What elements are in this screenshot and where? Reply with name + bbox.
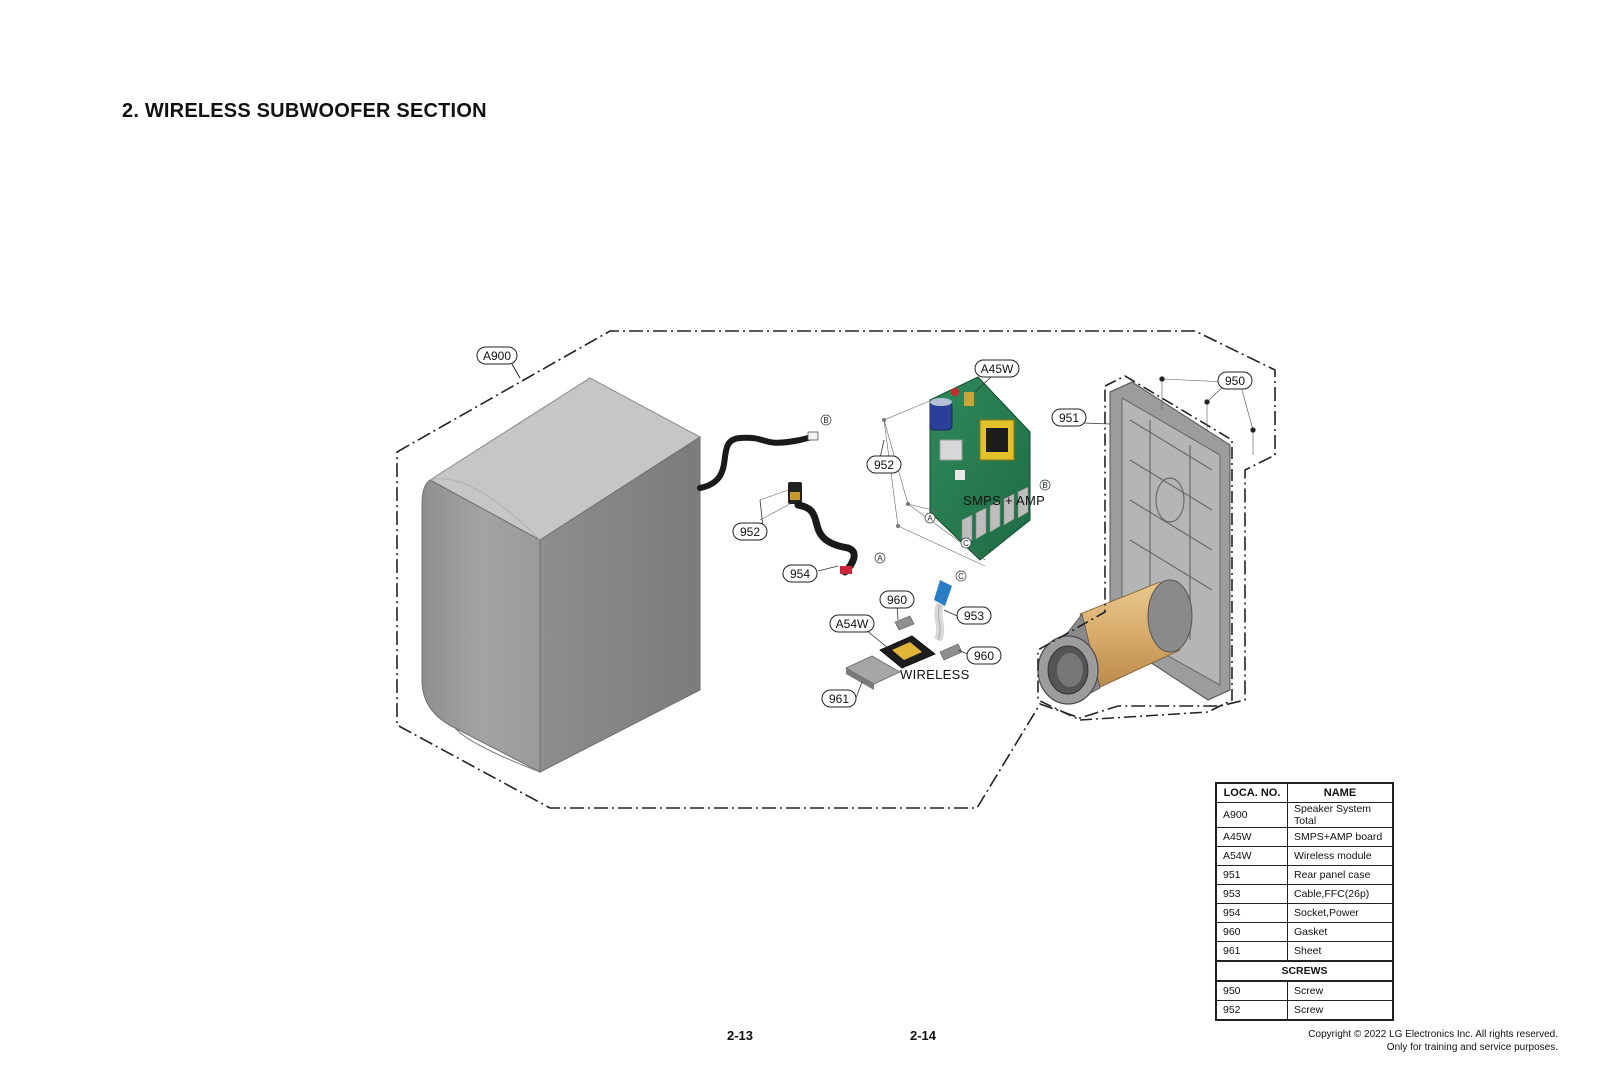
svg-text:B: B bbox=[1042, 481, 1047, 490]
table-row: 950 Screw bbox=[1215, 980, 1394, 1001]
name-cell: Screw bbox=[1287, 1000, 1394, 1021]
callout-a900: A900 bbox=[476, 346, 518, 365]
gasket-960-lower bbox=[939, 643, 963, 661]
loca-cell: 950 bbox=[1215, 980, 1288, 1001]
page-number-right: 2-14 bbox=[910, 1028, 937, 1043]
smps-amp-label: SMPS + AMP bbox=[963, 493, 1045, 508]
section-title: 2. WIRELESS SUBWOOFER SECTION bbox=[122, 100, 487, 122]
callout-961: 961 bbox=[821, 689, 857, 708]
sheet-961 bbox=[845, 655, 901, 690]
table-row: 961 Sheet bbox=[1215, 941, 1394, 962]
ref-marker-a-socket: A bbox=[874, 552, 886, 564]
loca-cell: A45W bbox=[1215, 827, 1288, 847]
svg-text:A54W: A54W bbox=[836, 617, 869, 631]
parts-table: LOCA. NO. NAME A900 Speaker System Total… bbox=[1215, 782, 1394, 1021]
svg-text:950: 950 bbox=[1225, 374, 1245, 388]
assembly-outline bbox=[396, 330, 1276, 809]
header-loca-no: LOCA. NO. bbox=[1215, 782, 1288, 803]
svg-text:954: 954 bbox=[790, 567, 810, 581]
loca-cell: 960 bbox=[1215, 922, 1288, 942]
callout-952-board: 952 bbox=[866, 455, 902, 474]
svg-text:B: B bbox=[823, 416, 828, 425]
callout-a45w: A45W bbox=[974, 359, 1020, 378]
loca-cell: 952 bbox=[1215, 1000, 1288, 1021]
power-socket-954 bbox=[788, 482, 858, 576]
name-cell: SMPS+AMP board bbox=[1287, 827, 1394, 847]
loca-cell: A900 bbox=[1215, 802, 1288, 828]
svg-text:960: 960 bbox=[887, 593, 907, 607]
svg-text:A45W: A45W bbox=[981, 362, 1014, 376]
driver-tube bbox=[1037, 579, 1193, 705]
ref-marker-c-ffc: C bbox=[955, 570, 967, 582]
svg-text:C: C bbox=[963, 539, 969, 548]
table-row: 954 Socket,Power bbox=[1215, 903, 1394, 923]
loca-cell: 954 bbox=[1215, 903, 1288, 923]
screws-950 bbox=[1159, 376, 1256, 455]
loca-cell: A54W bbox=[1215, 846, 1288, 866]
parts-table-header: LOCA. NO. NAME bbox=[1215, 782, 1394, 803]
smps-amp-board bbox=[929, 376, 1031, 561]
board-screw bbox=[882, 418, 886, 422]
gasket-960-upper bbox=[894, 615, 915, 631]
callout-952-socket: 952 bbox=[732, 522, 768, 541]
board-screw bbox=[906, 502, 910, 506]
svg-text:A: A bbox=[877, 554, 883, 563]
table-row: A54W Wireless module bbox=[1215, 846, 1394, 866]
ref-marker-c-board: C bbox=[960, 537, 972, 549]
callout-954: 954 bbox=[782, 564, 818, 583]
svg-text:951: 951 bbox=[1059, 411, 1079, 425]
leader-a900 bbox=[511, 363, 521, 379]
callout-953: 953 bbox=[956, 606, 992, 625]
header-name: NAME bbox=[1287, 782, 1394, 803]
name-cell: Rear panel case bbox=[1287, 865, 1394, 885]
svg-text:C: C bbox=[958, 572, 964, 581]
wireless-module bbox=[879, 635, 936, 669]
callout-960-upper: 960 bbox=[879, 590, 915, 609]
name-cell: Socket,Power bbox=[1287, 903, 1394, 923]
name-cell: Cable,FFC(26p) bbox=[1287, 884, 1394, 904]
board-screw bbox=[896, 524, 900, 528]
svg-text:960: 960 bbox=[974, 649, 994, 663]
table-row: A900 Speaker System Total bbox=[1215, 802, 1394, 828]
callout-a54w: A54W bbox=[829, 614, 875, 633]
ref-marker-b-cable: B bbox=[820, 414, 832, 426]
subwoofer-cabinet bbox=[421, 377, 701, 773]
loca-cell: 953 bbox=[1215, 884, 1288, 904]
name-cell: Screw bbox=[1287, 980, 1394, 1001]
name-cell: Wireless module bbox=[1287, 846, 1394, 866]
loca-cell: 961 bbox=[1215, 941, 1288, 962]
copyright-line-1: Copyright © 2022 LG Electronics Inc. All… bbox=[1308, 1029, 1558, 1040]
ref-marker-a-board: A bbox=[924, 512, 936, 524]
ffc-cable-953 bbox=[934, 580, 952, 642]
ref-marker-b-board: B bbox=[1039, 479, 1051, 491]
callout-950: 950 bbox=[1217, 371, 1253, 390]
table-row: 953 Cable,FFC(26p) bbox=[1215, 884, 1394, 904]
copyright-notice: Copyright © 2022 LG Electronics Inc. All… bbox=[1308, 1028, 1558, 1054]
cabinet-cable bbox=[697, 431, 819, 491]
callout-960-lower: 960 bbox=[966, 646, 1002, 665]
table-row: 952 Screw bbox=[1215, 1000, 1394, 1021]
name-cell: Sheet bbox=[1287, 941, 1394, 962]
svg-text:952: 952 bbox=[740, 525, 760, 539]
name-cell: Gasket bbox=[1287, 922, 1394, 942]
screws-header: SCREWS bbox=[1215, 960, 1394, 982]
callout-951: 951 bbox=[1051, 408, 1087, 427]
svg-text:961: 961 bbox=[829, 692, 849, 706]
screws-header-row: SCREWS bbox=[1215, 960, 1394, 982]
name-cell: Speaker System Total bbox=[1287, 802, 1394, 828]
svg-text:953: 953 bbox=[964, 609, 984, 623]
table-row: 960 Gasket bbox=[1215, 922, 1394, 942]
loca-cell: 951 bbox=[1215, 865, 1288, 885]
svg-text:952: 952 bbox=[874, 458, 894, 472]
table-row: 951 Rear panel case bbox=[1215, 865, 1394, 885]
table-row: A45W SMPS+AMP board bbox=[1215, 827, 1394, 847]
page-number-left: 2-13 bbox=[727, 1028, 754, 1043]
svg-text:A900: A900 bbox=[483, 349, 511, 363]
wireless-label: WIRELESS bbox=[900, 667, 970, 682]
svg-text:A: A bbox=[927, 514, 933, 523]
socket-screw-guides bbox=[759, 489, 791, 521]
copyright-line-2: Only for training and service purposes. bbox=[1386, 1042, 1558, 1053]
